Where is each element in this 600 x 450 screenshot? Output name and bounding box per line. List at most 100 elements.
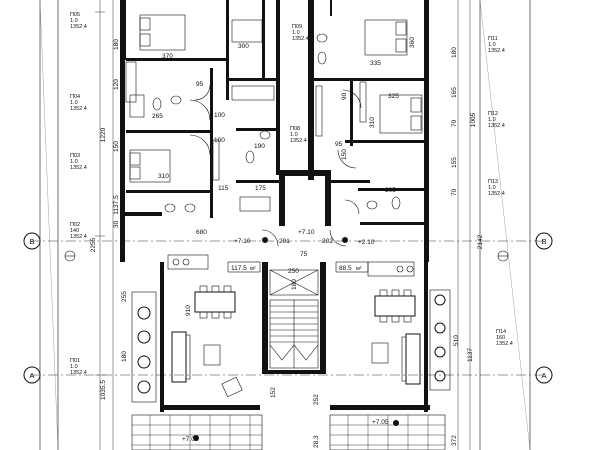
dim-360: 360 [409,37,416,48]
right-panel-marks [497,250,509,262]
dim-28-3: 28.3 [313,435,320,448]
level-mark-3: +7.05 [182,436,199,443]
terrace-left [131,414,263,450]
axis-a-marker-right: A [535,366,553,384]
svg-text:1352.4: 1352.4 [292,36,309,42]
svg-text:B: B [541,237,546,246]
dim-175: 175 [255,185,266,192]
dim-100a: 100 [214,112,225,119]
sofa-left [171,331,191,383]
svg-text:160: 160 [496,335,505,341]
dim-180c: 180 [451,47,458,58]
central-core [262,170,331,374]
level-mark-5: +7.10 [298,229,315,236]
svg-text:1.0: 1.0 [70,100,78,106]
dim-180b: 180 [121,351,128,362]
dim-152: 152 [270,387,277,398]
svg-text:1.0: 1.0 [290,132,298,138]
dim-190: 190 [254,143,265,150]
svg-text:П04: П04 [70,94,80,100]
svg-text:П05: П05 [70,12,80,18]
dim-310a: 310 [369,117,376,128]
svg-text:1352.4: 1352.4 [70,24,87,30]
right-dim-1: 1005 [470,112,477,127]
level-mark-2: +2.10 [358,239,375,246]
balcony-plants-left [131,291,157,403]
level-mark-1: +7.10 [234,238,251,245]
svg-text:1.0: 1.0 [70,159,78,165]
bed-top-center [231,19,263,43]
bed-top-left [139,14,186,51]
left-panel-marks [64,250,76,262]
dim-100b: 100 [214,137,225,144]
axis-a-marker-left: A [23,366,41,384]
svg-text:1352.4: 1352.4 [488,191,505,197]
area-right-value: 88.5 [339,265,352,272]
balcony-plants-right [429,289,451,391]
top-label-1: П09 1.0 1352.4 [292,24,309,42]
dim-910: 910 [185,305,192,316]
level-marks: +7.10 +2.10 +7.05 +7.05 201 202 +7.10 [182,229,389,443]
right-dimension-chain [457,0,471,450]
area-label-left: 117.5 м² [227,261,261,273]
dim-90: 90 [341,92,348,100]
dim-325: 325 [388,93,399,100]
sofa-right [401,333,421,385]
dim-310b: 310 [158,173,169,180]
dim-75: 75 [300,251,308,258]
dim-180d: 180 [113,39,120,50]
terrace-right [329,414,446,450]
stair-flights [269,299,319,369]
section-markers [193,237,399,441]
left-dim-4: 1035.5 [100,380,107,400]
svg-text:1352.4: 1352.4 [496,341,513,347]
svg-text:1352.4: 1352.4 [70,106,87,112]
svg-text:1.0: 1.0 [70,18,78,24]
left-border-strip [39,0,59,450]
dim-180: 180 [291,279,298,290]
dim-372: 372 [451,435,458,446]
dim-255: 255 [121,291,128,302]
dim-250: 250 [288,268,299,275]
door-mark-202: 202 [322,238,333,245]
dim-252: 252 [313,394,320,405]
top-label-2: П08 1.0 1352.4 [290,126,307,144]
right-border-strip [479,0,531,450]
dim-265: 265 [152,113,163,120]
dim-680: 680 [196,229,207,236]
axis-b-marker-right: B [535,232,553,250]
svg-text:П02: П02 [70,222,80,228]
coffee-table-right [371,342,389,364]
svg-text:1.0: 1.0 [292,30,300,36]
armchair-left [221,376,243,398]
dim-510: 510 [453,335,460,346]
wardrobes [125,61,367,181]
coffee-table-left [203,344,221,366]
svg-text:1.0: 1.0 [488,117,496,123]
svg-text:П01: П01 [70,358,80,364]
left-dim-2: 1137.5 [113,195,120,215]
svg-text:A: A [29,371,34,380]
bed-mid-right [379,94,423,134]
exterior-walls [120,0,430,412]
left-dim-1: 1220 [100,127,107,142]
dim-150: 150 [113,141,120,152]
svg-text:П13: П13 [488,179,498,185]
svg-text:B: B [29,237,34,246]
area-left-unit: м² [250,266,256,272]
left-dim-3: 2255 [90,237,97,252]
dim-155: 155 [451,157,458,168]
dim-300: 300 [238,43,249,50]
svg-text:1352.4: 1352.4 [290,138,307,144]
dim-370: 370 [162,53,173,60]
